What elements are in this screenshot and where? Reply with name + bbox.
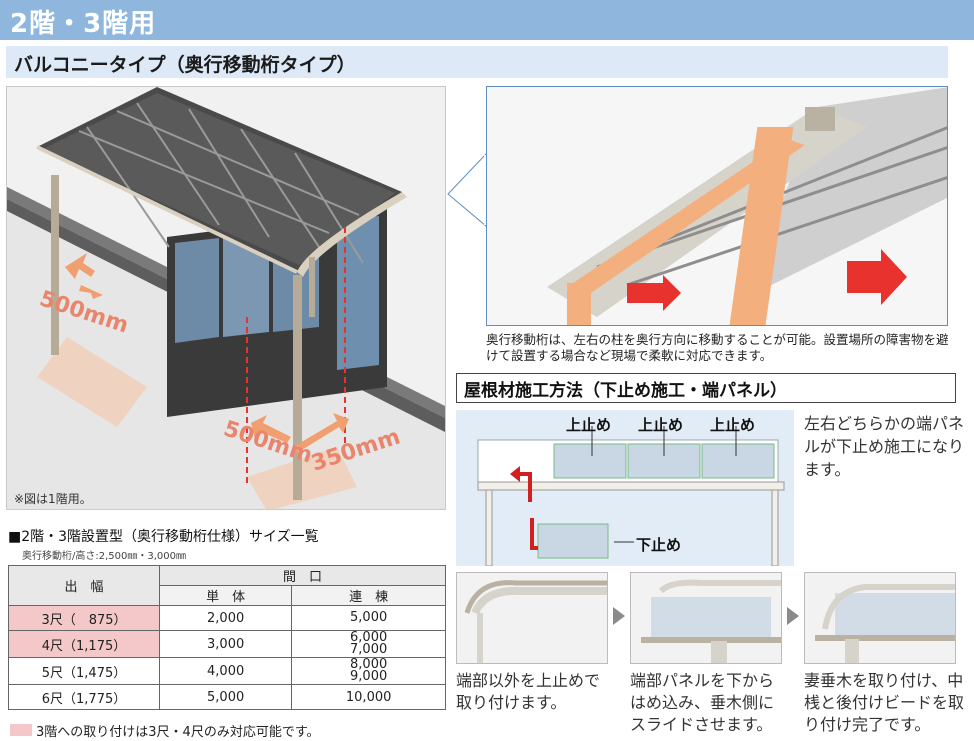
table-row: 4尺（1,175） 3,000 6,000 7,000 [8,630,446,658]
detail-illustration [486,86,948,326]
step-2-svg [641,579,781,663]
size-table-footnote: 3階への取り付けは3尺・4尺のみ対応可能です。 [36,725,320,740]
roof-method-side-text: 左右どちらかの端パネルが下止め施工になります。 [804,414,965,479]
row-single: 4,000 [158,657,293,685]
callout-pointer [447,152,488,228]
table-row: 3尺（ 875） 2,000 5,000 [8,605,446,631]
table-header-single: 単 体 [158,585,293,606]
row-single: 5,000 [158,684,293,710]
section-bar [6,46,948,78]
row-single: 3,000 [158,630,293,658]
label-top-1: 上止め [566,416,612,434]
size-table-subtitle: 奥行移動桁/高さ:2,500㎜・3,000㎜ [22,551,186,562]
size-table: 出 幅 間 口 単 体 連 棟 3尺（ 875） 2,000 5,000 4尺（… [8,565,446,710]
step-arrow-1 [613,607,625,625]
table-header-width: 出 幅 [8,565,160,606]
label-top-3: 上止め [710,416,756,434]
figure-note: ※図は1階用。 [14,492,92,506]
roof-method-title-box [456,373,956,403]
page-title: 2階・3階用 [10,9,157,39]
row-width: 3尺（ 875） [8,605,160,631]
label-bottom: 下止め [636,536,682,554]
header-bar [0,0,974,40]
table-header-multi: 連 棟 [291,585,446,606]
step-2-text: 端部パネルを下からはめ込み、垂木側にスライドさせます。 [630,671,775,734]
table-row: 6尺（1,775） 5,000 10,000 [8,684,446,710]
table-row: 5尺（1,475） 4,000 8,000 9,000 [8,657,446,685]
row-multi: 8,000 9,000 [291,657,446,685]
row-width: 5尺（1,475） [8,657,160,685]
step-arrow-2 [787,607,799,625]
step-3-image [804,572,956,664]
row-multi: 6,000 7,000 [291,630,446,658]
roof-method-title: 屋根材施工方法（下止め施工・端パネル） [464,381,787,401]
step-2-image [630,572,782,664]
step-3-text: 妻垂木を取り付け、中桟と後付けビードを取り付け完了です。 [804,671,965,734]
section-title: バルコニータイプ（奥行移動桁タイプ） [14,54,356,76]
highlight-legend-swatch [10,724,32,736]
row-multi: 10,000 [291,684,446,710]
row-single: 2,000 [158,605,293,631]
step-1-text: 端部以外を上止めで取り付けます。 [456,671,601,712]
roof-method-diagram [456,410,794,566]
table-header-span: 間 口 [159,565,446,586]
step-3-svg [815,584,955,663]
step-1-svg [464,580,607,663]
carport-svg [7,87,445,509]
label-top-2: 上止め [638,416,684,434]
row-width: 6尺（1,775） [8,684,160,710]
detail-svg [547,87,947,325]
step-1-image [456,572,608,664]
detail-caption: 奥行移動桁は、左右の柱を奥行方向に移動することが可能。設置場所の障害物を避けて設… [486,332,949,363]
roof-method-svg [477,426,785,566]
size-table-title: ■2階・3階設置型（奥行移動桁仕様）サイズ一覧 [8,529,319,545]
row-width: 4尺（1,175） [8,630,160,658]
carport-illustration [6,86,446,510]
row-multi: 5,000 [291,605,446,631]
